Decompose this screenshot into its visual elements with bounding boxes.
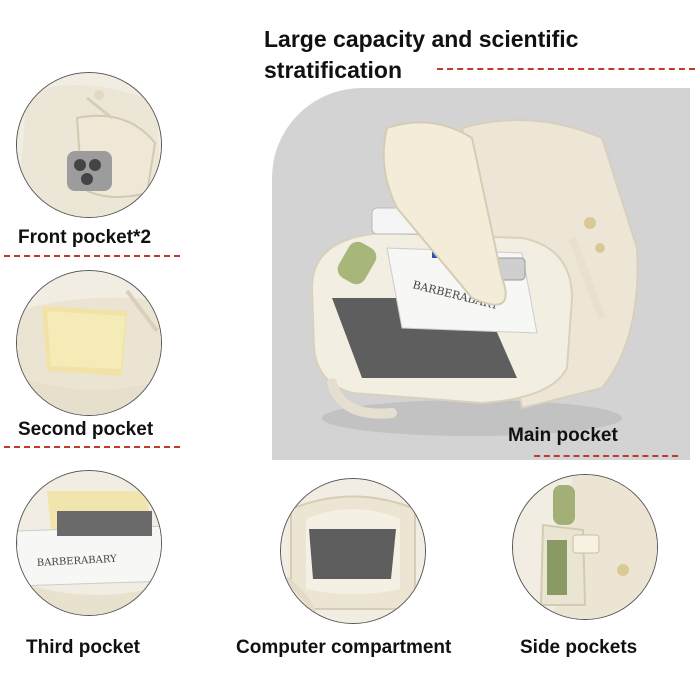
title-line-1: Large capacity and scientific	[264, 26, 579, 52]
title-line-2: stratification	[264, 57, 403, 83]
front-pocket-divider	[4, 255, 180, 257]
computer-compartment-photo	[280, 478, 426, 624]
main-pocket-photo: BARBERABARY	[272, 88, 690, 460]
second-pocket-label: Second pocket	[18, 419, 154, 440]
main-pocket-divider	[534, 455, 678, 457]
page-title: Large capacity and scientific stratifica…	[264, 24, 684, 86]
front-pocket-photo	[16, 72, 162, 218]
computer-compartment-label: Computer compartment	[236, 637, 452, 658]
front-pocket-label: Front pocket*2	[18, 227, 152, 248]
second-pocket-photo	[16, 270, 162, 416]
side-pockets-label: Side pockets	[520, 637, 638, 658]
title-divider	[437, 68, 695, 70]
side-pockets-photo	[512, 474, 658, 620]
svg-text:BARBERABARY: BARBERABARY	[37, 554, 118, 569]
third-pocket-photo: BARBERABARY	[16, 470, 162, 616]
third-pocket-label: Third pocket	[26, 637, 141, 658]
main-pocket-label: Main pocket	[508, 425, 618, 446]
second-pocket-divider	[4, 446, 180, 448]
